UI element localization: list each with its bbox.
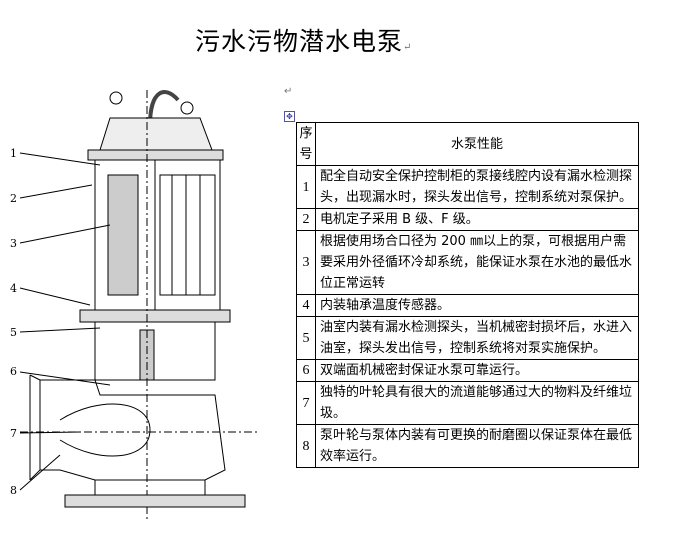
pump-diagram: 1 2 3 4 5 6 7 8	[10, 90, 260, 520]
row-no: 2	[296, 208, 316, 231]
diagram-label: 8	[10, 484, 17, 497]
row-no: 8	[296, 424, 316, 468]
title-text: 污水污物潜水电泵	[195, 27, 404, 56]
document-title: 污水污物潜水电泵↵	[195, 22, 412, 58]
table-move-handle[interactable]: ✥	[284, 111, 295, 122]
row-text: 配全自动安全保护控制柜的泵接线腔内设有漏水检测探头，出现漏水时，探头发出信号，控…	[315, 165, 639, 209]
row-text: 双端面机械密封保证水泵可靠运行。	[315, 359, 639, 382]
table-header-row: 序号 水泵性能	[296, 122, 639, 166]
row-no: 7	[296, 381, 316, 425]
row-text: 油室内装有漏水检测探头，当机械密封损坏后，水进入油室，探头发出信号，控制系统将对…	[315, 316, 639, 360]
diagram-label: 1	[10, 147, 17, 160]
row-no: 1	[296, 165, 316, 209]
row-text: 泵叶轮与泵体内装有可更换的耐磨圈以保证泵体在最低效率运行。	[315, 424, 639, 468]
header-feature: 水泵性能	[315, 122, 639, 166]
header-no: 序号	[296, 122, 316, 166]
diagram-label: 4	[10, 282, 17, 295]
diagram-label: 7	[10, 427, 17, 440]
row-no: 4	[296, 294, 316, 317]
row-no: 6	[296, 359, 316, 382]
row-text: 内装轴承温度传感器。	[315, 294, 639, 317]
paragraph-mark: ↵	[403, 42, 413, 53]
row-text: 根据使用场合口径为 200 ㎜以上的泵，可根据用户需要采用外径循环冷却系统，能保…	[315, 230, 639, 295]
row-no: 5	[296, 316, 316, 360]
row-text: 电机定子采用 B 级、F 级。	[315, 208, 639, 231]
diagram-label: 2	[10, 192, 17, 205]
row-text: 独特的叶轮具有很大的流道能够通过大的物料及纤维垃圾。	[315, 381, 639, 425]
row-no: 3	[296, 230, 316, 295]
diagram-label: 3	[10, 237, 17, 250]
diagram-label: 5	[10, 326, 17, 339]
paragraph-mark: ↵	[284, 86, 293, 97]
diagram-label: 6	[10, 365, 17, 378]
